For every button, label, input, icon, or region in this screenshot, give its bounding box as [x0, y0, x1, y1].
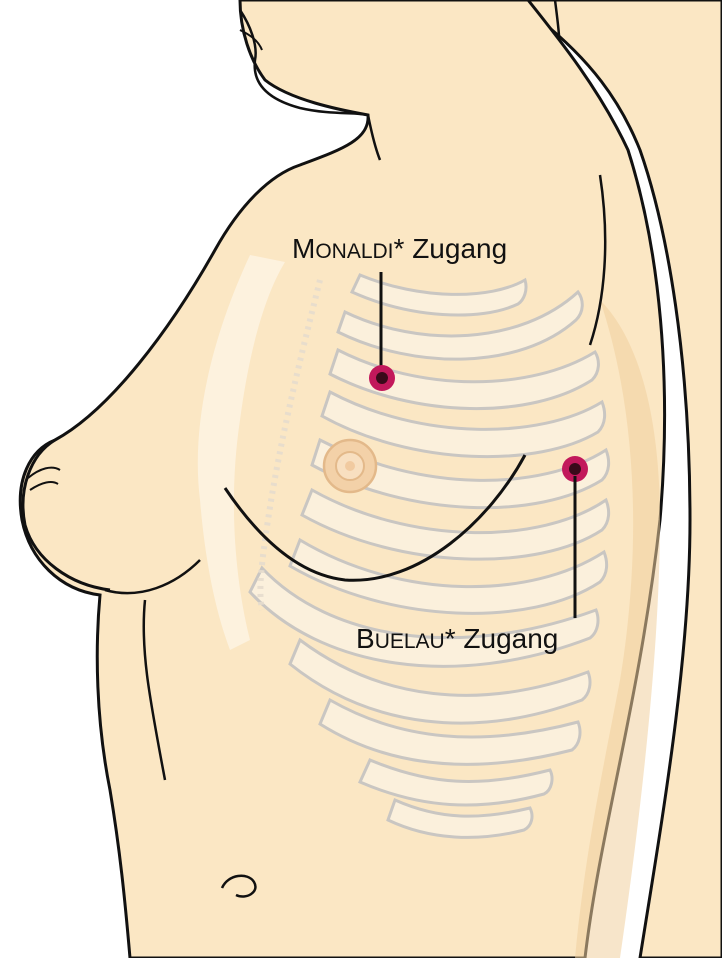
monaldi-marker-icon [369, 365, 395, 391]
buelau-label-initial: B [356, 623, 375, 654]
monaldi-label-smallcaps: ONALDI [315, 240, 393, 263]
areola [324, 440, 376, 492]
buelau-label-smallcaps: UELAU [375, 630, 445, 653]
monaldi-label-initial: M [292, 233, 315, 264]
buelau-label-suffix: * Zugang [445, 623, 559, 654]
monaldi-label-suffix: * Zugang [394, 233, 508, 264]
